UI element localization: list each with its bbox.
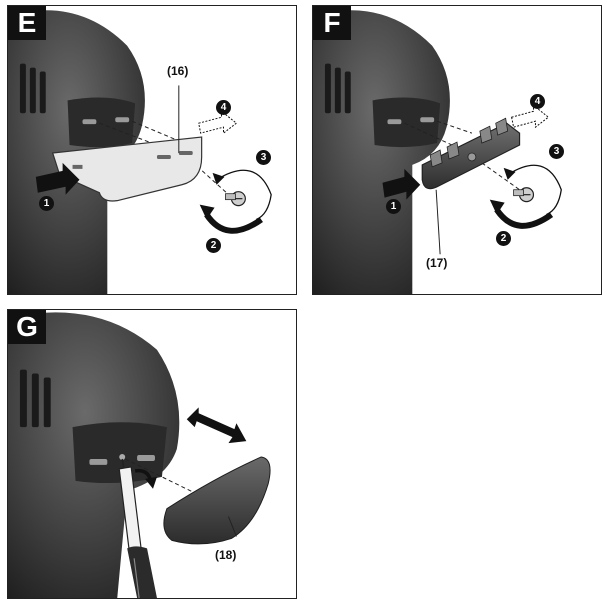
step-badge-2: 2 xyxy=(206,238,221,253)
tool-illustration-g xyxy=(8,312,271,598)
mount-face xyxy=(372,97,441,148)
rotate-arrow-icon xyxy=(494,207,554,229)
double-arrow-icon xyxy=(186,407,247,444)
tool-body xyxy=(313,10,450,294)
push-arrow-icon xyxy=(382,168,421,200)
vent-slots xyxy=(19,369,51,428)
mount-face xyxy=(67,97,136,148)
panel-g: G (18) xyxy=(7,309,297,599)
part-label: (17) xyxy=(426,256,448,270)
tool-illustration-f xyxy=(313,10,562,294)
panel-letter: E xyxy=(8,6,46,40)
step-badge-1: 1 xyxy=(386,199,401,214)
rotate-arrow-icon xyxy=(204,212,263,234)
tool-illustration-e xyxy=(8,10,272,294)
vent-slots xyxy=(19,63,46,114)
cover-plate xyxy=(163,456,271,545)
part-label: (18) xyxy=(215,548,237,562)
panel-letter: F xyxy=(313,6,351,40)
step-badge-4: 4 xyxy=(216,100,231,115)
slide-arrow-icon xyxy=(198,110,238,135)
mount-face xyxy=(72,422,167,484)
screw-icon xyxy=(225,191,246,207)
step-badge-3: 3 xyxy=(549,144,564,159)
step-badge-3: 3 xyxy=(256,150,271,165)
step-badge-1: 1 xyxy=(39,196,54,211)
part-label: (16) xyxy=(167,64,189,78)
bit-holder xyxy=(421,117,521,190)
screwdriver-icon xyxy=(118,458,157,598)
step-badge-2: 2 xyxy=(496,231,511,246)
step-badge-4: 4 xyxy=(530,94,545,109)
panel-f: F (17) 1 2 3 4 xyxy=(312,5,602,295)
belt-clip xyxy=(51,136,203,202)
slide-arrow-icon xyxy=(511,104,550,129)
panel-e: E (16) 1 2 3 4 xyxy=(7,5,297,295)
vent-slots xyxy=(324,63,351,114)
panel-letter: G xyxy=(8,310,46,344)
push-arrow-icon xyxy=(35,162,80,195)
screw-icon xyxy=(513,187,535,203)
